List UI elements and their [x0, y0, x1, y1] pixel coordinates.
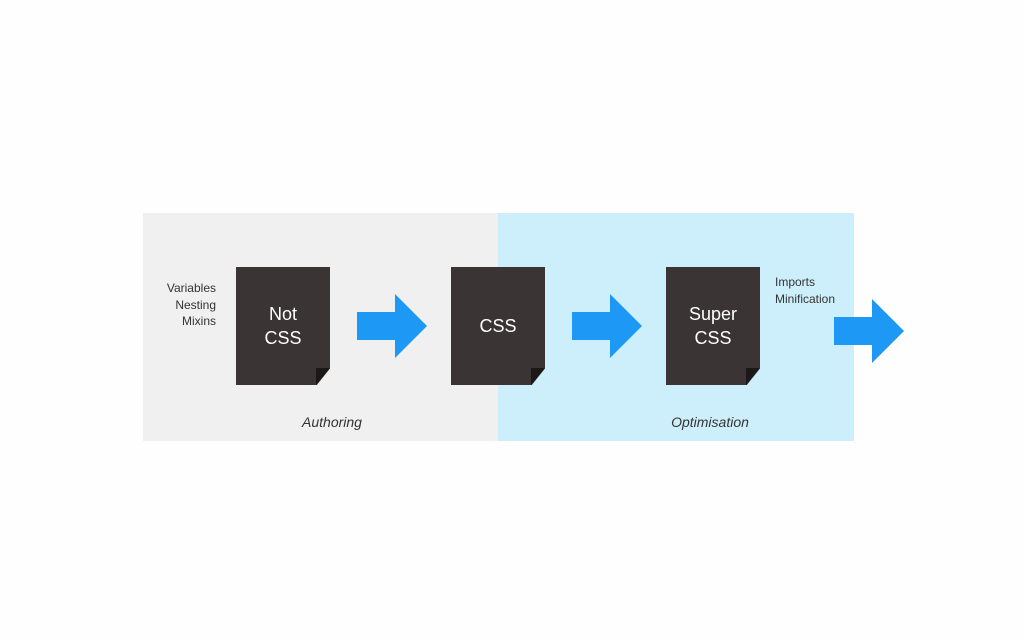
feature-imports: Imports — [775, 275, 816, 289]
super-css-label: Super CSS — [688, 304, 738, 348]
feature-mixins: Mixins — [181, 314, 216, 328]
feature-variables: Variables — [166, 281, 216, 295]
authoring-caption: Authoring — [302, 414, 362, 430]
right-arrow-icon — [572, 294, 642, 358]
feature-minification: Minification — [775, 291, 836, 306]
css-label: CSS — [479, 316, 517, 336]
not-css-document: Not CSS — [236, 267, 330, 385]
output-feature-list: Imports Minification — [775, 274, 835, 307]
optimisation-caption: Optimisation — [671, 414, 749, 430]
right-arrow-icon — [834, 299, 904, 363]
input-feature-list: Variables Nesting Mixins — [150, 280, 216, 330]
super-css-document: Super CSS — [666, 267, 760, 385]
css-document: CSS — [451, 267, 545, 385]
not-css-label: Not CSS — [264, 304, 302, 348]
right-arrow-icon — [357, 294, 427, 358]
feature-nesting: Nesting — [175, 297, 216, 312]
